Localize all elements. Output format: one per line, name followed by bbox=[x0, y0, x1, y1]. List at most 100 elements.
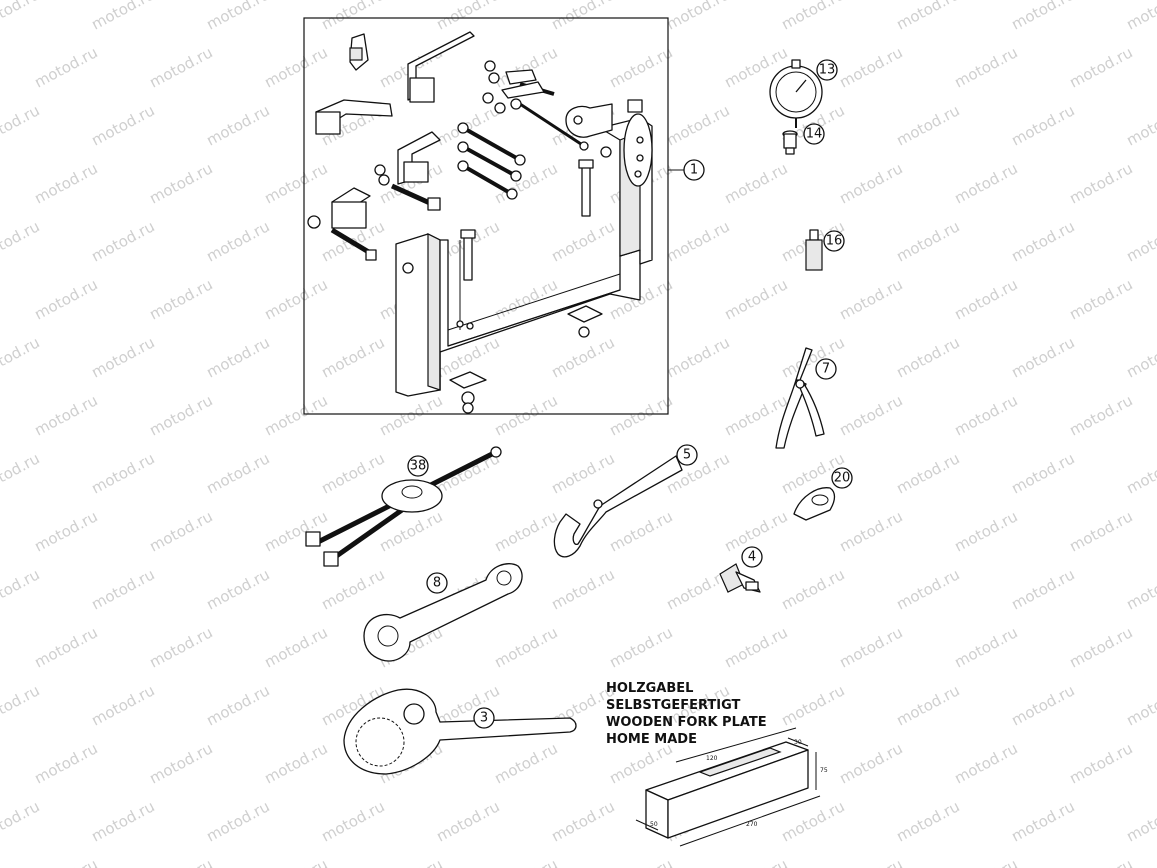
watermark-text: motod.ru bbox=[1123, 217, 1157, 265]
watermark-text: motod.ru bbox=[0, 565, 43, 613]
watermark-text: motod.ru bbox=[0, 797, 43, 845]
watermark-text: motod.ru bbox=[1066, 159, 1135, 207]
svg-text:16: 16 bbox=[826, 234, 843, 249]
watermark-text: motod.ru bbox=[31, 159, 100, 207]
watermark-text: motod.ru bbox=[606, 855, 675, 868]
watermark-text: motod.ru bbox=[0, 449, 43, 497]
watermark-text: motod.ru bbox=[951, 739, 1020, 787]
watermark-text: motod.ru bbox=[1123, 333, 1157, 381]
watermark-text: motod.ru bbox=[203, 797, 272, 845]
watermark-text: motod.ru bbox=[491, 507, 560, 555]
callout-14: 14 bbox=[803, 123, 825, 145]
note-line-2: SELBSTGEFERTIGT bbox=[606, 698, 741, 713]
square-clamp-b bbox=[397, 131, 441, 185]
watermark-text: motod.ru bbox=[548, 217, 617, 265]
watermark-text: motod.ru bbox=[88, 0, 157, 34]
watermark-text: motod.ru bbox=[836, 623, 905, 671]
watermark-text: motod.ru bbox=[663, 333, 732, 381]
watermark-text: motod.ru bbox=[31, 739, 100, 787]
watermark-text: motod.ru bbox=[318, 333, 387, 381]
watermark-text: motod.ru bbox=[951, 855, 1020, 868]
watermark-text: motod.ru bbox=[376, 507, 445, 555]
watermark-text: motod.ru bbox=[261, 739, 330, 787]
watermark-text: motod.ru bbox=[1008, 217, 1077, 265]
watermark-text: motod.ru bbox=[778, 0, 847, 34]
svg-text:1: 1 bbox=[690, 163, 698, 178]
watermark-text: motod.ru bbox=[1066, 623, 1135, 671]
watermark-text: motod.ru bbox=[893, 797, 962, 845]
frame-round-plate bbox=[623, 99, 653, 187]
watermark-text: motod.ru bbox=[1066, 507, 1135, 555]
watermark-text: motod.ru bbox=[1008, 565, 1077, 613]
watermark-text: motod.ru bbox=[836, 391, 905, 439]
watermark-text: motod.ru bbox=[893, 333, 962, 381]
watermark-text: motod.ru bbox=[893, 0, 962, 34]
watermark-text: motod.ru bbox=[951, 623, 1020, 671]
watermark-text: motod.ru bbox=[31, 391, 100, 439]
watermark-text: motod.ru bbox=[1008, 797, 1077, 845]
watermark-text: motod.ru bbox=[1066, 855, 1135, 868]
watermark-text: motod.ru bbox=[1008, 0, 1077, 34]
watermark-text: motod.ru bbox=[548, 0, 617, 34]
note-line-1: HOLZGABEL bbox=[606, 681, 693, 696]
watermark-text: motod.ru bbox=[1066, 391, 1135, 439]
watermark-text: motod.ru bbox=[951, 391, 1020, 439]
note-line-4: HOME MADE bbox=[606, 732, 697, 747]
watermark-text: motod.ru bbox=[606, 391, 675, 439]
watermark-text: motod.ru bbox=[893, 217, 962, 265]
dim-width: 50 bbox=[650, 821, 658, 828]
watermark-text: motod.ru bbox=[203, 333, 272, 381]
watermark-text: motod.ru bbox=[951, 159, 1020, 207]
watermark-text: motod.ru bbox=[721, 275, 790, 323]
part-8-pin-wrench: 8 bbox=[363, 563, 523, 662]
watermark-text: motod.ru bbox=[951, 43, 1020, 91]
watermark-text: motod.ru bbox=[1008, 449, 1077, 497]
svg-text:5: 5 bbox=[683, 448, 691, 463]
watermark-text: motod.ru bbox=[203, 101, 272, 149]
part-14-gauge-adapter: 14 bbox=[782, 123, 825, 155]
watermark-text: motod.ru bbox=[548, 449, 617, 497]
svg-text:14: 14 bbox=[806, 127, 823, 142]
watermark-text: motod.ru bbox=[491, 623, 560, 671]
watermark-text: motod.ru bbox=[893, 681, 962, 729]
callout-3: 3 bbox=[473, 707, 495, 729]
watermark-text: motod.ru bbox=[31, 43, 100, 91]
watermark-text: motod.ru bbox=[0, 681, 43, 729]
watermark-text: motod.ru bbox=[1123, 101, 1157, 149]
watermark-text: motod.ru bbox=[261, 391, 330, 439]
watermark-text: motod.ru bbox=[88, 101, 157, 149]
dim-total-length: 270 bbox=[746, 821, 758, 828]
watermark-text: motod.ru bbox=[318, 565, 387, 613]
callout-38: 20 bbox=[831, 467, 853, 489]
part-5-plug-tool: 4 bbox=[719, 546, 763, 593]
watermark-text: motod.ru bbox=[836, 275, 905, 323]
callout-7: 7 bbox=[815, 358, 837, 380]
watermark-text: motod.ru bbox=[893, 449, 962, 497]
watermark-text: motod.ru bbox=[836, 739, 905, 787]
watermark-text: motod.ru bbox=[146, 507, 215, 555]
watermark-text: motod.ru bbox=[433, 797, 502, 845]
watermark-text: motod.ru bbox=[146, 623, 215, 671]
small-bracket bbox=[349, 33, 369, 71]
watermark-text: motod.ru bbox=[836, 507, 905, 555]
watermark-text: motod.ru bbox=[548, 797, 617, 845]
watermark-text: motod.ru bbox=[721, 855, 790, 868]
watermark-text: motod.ru bbox=[491, 391, 560, 439]
callout-20: 38 bbox=[407, 455, 429, 477]
watermark-text: motod.ru bbox=[1066, 43, 1135, 91]
watermark-text: motod.ru bbox=[88, 681, 157, 729]
watermark-text: motod.ru bbox=[88, 449, 157, 497]
watermark-text: motod.ru bbox=[1008, 681, 1077, 729]
watermark-text: motod.ru bbox=[0, 217, 43, 265]
part-1-fork-holder-frame: 1 bbox=[303, 17, 705, 415]
watermark-text: motod.ru bbox=[951, 275, 1020, 323]
watermark-text: motod.ru bbox=[663, 217, 732, 265]
watermark-text: motod.ru bbox=[836, 855, 905, 868]
watermark-text: motod.ru bbox=[433, 0, 502, 34]
part-4-hook-wrench: 5 bbox=[553, 444, 698, 558]
watermark-text: motod.ru bbox=[836, 43, 905, 91]
watermark-text: motod.ru bbox=[836, 159, 905, 207]
watermark-text: motod.ru bbox=[0, 101, 43, 149]
callout-16: 16 bbox=[823, 230, 845, 252]
part-20-puller: 38 bbox=[305, 446, 502, 567]
